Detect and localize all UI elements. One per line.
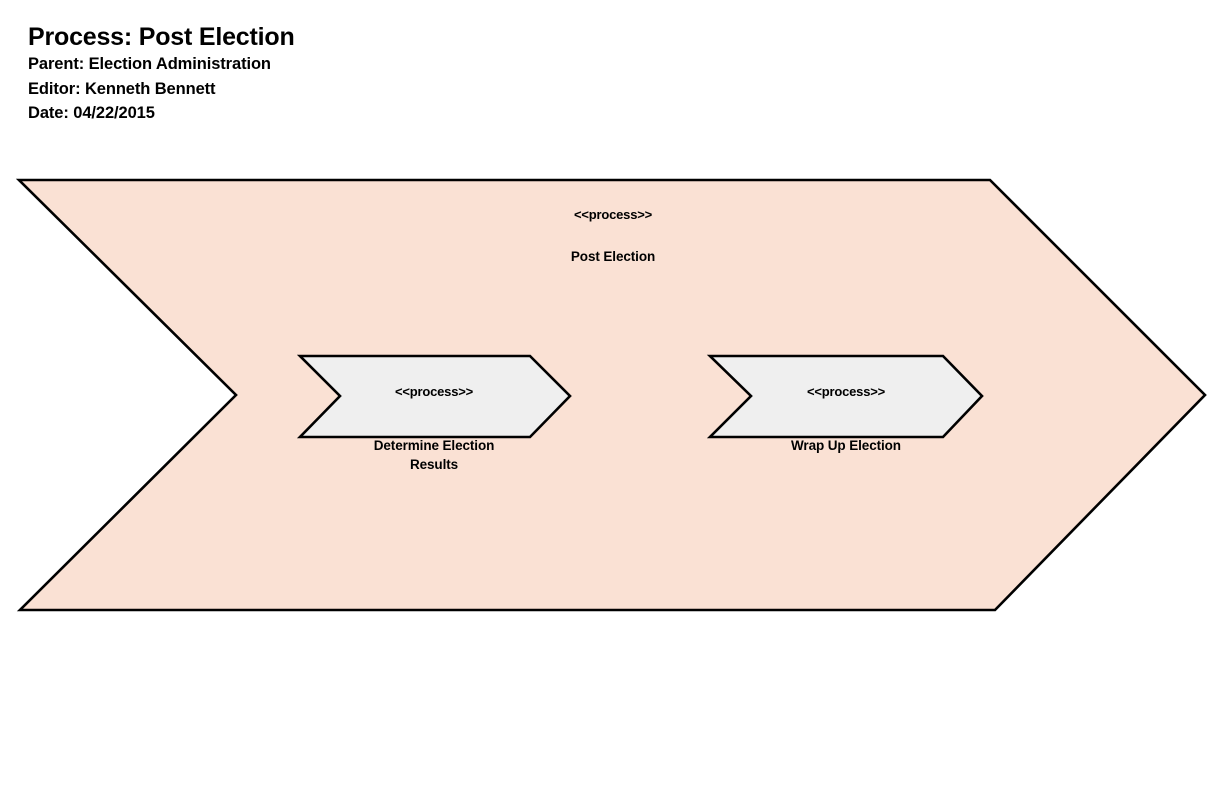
sub-process-2-stereotype: <<process>> (806, 384, 886, 399)
sub-process-2-shape[interactable] (706, 354, 984, 439)
outer-process-label: <<process>> Post Election (463, 186, 763, 285)
sub-process-1-stereotype: <<process>> (394, 384, 474, 399)
diagram-header: Process: Post Election Parent: Election … (28, 22, 728, 126)
sub-process-1-name: Determine Election Results (373, 438, 495, 472)
sub-process-1-shape[interactable] (296, 354, 572, 439)
outer-process-stereotype: <<process>> (573, 207, 653, 222)
page-title: Process: Post Election (28, 23, 295, 51)
parent-line: Parent: Election Administration (28, 55, 271, 73)
sub-process-1-label: <<process>> Determine Election Results (334, 363, 534, 493)
date-line: Date: 04/22/2015 (28, 104, 155, 122)
sub-process-2-label: <<process>> Wrap Up Election (746, 363, 946, 474)
sub-process-2-name: Wrap Up Election (791, 438, 901, 453)
outer-process-name: Post Election (570, 249, 656, 264)
outer-process-shape[interactable] (15, 178, 1207, 612)
editor-line: Editor: Kenneth Bennett (28, 79, 216, 98)
